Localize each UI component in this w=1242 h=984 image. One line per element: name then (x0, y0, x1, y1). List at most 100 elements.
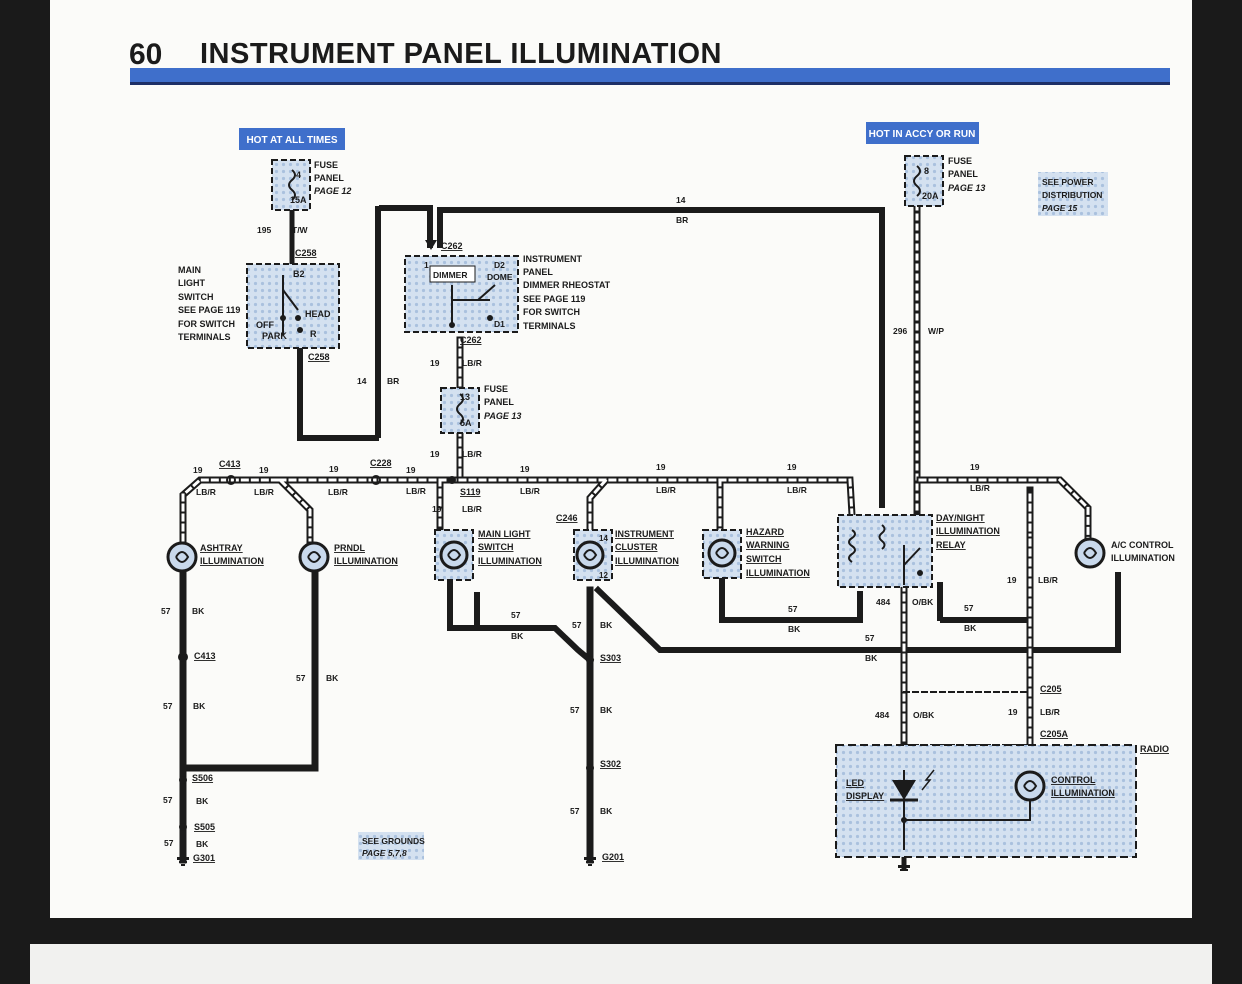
main-light-switch: B2 HEAD R OFF PARK (246, 263, 340, 349)
svg-text:PAGE 12: PAGE 12 (314, 186, 351, 196)
svg-text:CLUSTER: CLUSTER (615, 542, 658, 552)
fuse-4-15a: 4 15A (271, 159, 311, 211)
ac-control-bulb (1074, 537, 1106, 569)
svg-text:DISPLAY: DISPLAY (846, 791, 884, 801)
svg-text:8: 8 (924, 166, 929, 176)
svg-text:484: 484 (876, 597, 890, 607)
svg-text:57: 57 (164, 838, 174, 848)
svg-text:19: 19 (432, 504, 442, 514)
svg-text:19: 19 (970, 462, 980, 472)
svg-text:ILLUMINATION: ILLUMINATION (334, 556, 398, 566)
svg-text:ILLUMINATION: ILLUMINATION (200, 556, 264, 566)
wire-57-bk-prndl (179, 571, 319, 772)
svg-text:TERMINALS: TERMINALS (523, 321, 576, 331)
svg-text:57: 57 (570, 806, 580, 816)
svg-text:DIMMER RHEOSTAT: DIMMER RHEOSTAT (523, 280, 611, 290)
main-light-switch-bulb (434, 529, 474, 581)
svg-text:ASHTRAY: ASHTRAY (200, 543, 243, 553)
ground-radio-icon (898, 865, 910, 871)
svg-text:PAGE 13: PAGE 13 (484, 411, 521, 421)
svg-text:PAGE 13: PAGE 13 (948, 183, 985, 193)
svg-text:BK: BK (865, 653, 878, 663)
svg-text:C413: C413 (194, 651, 216, 661)
svg-text:BK: BK (511, 631, 524, 641)
dimmer-rheostat: DIMMER DOME D2 D1 1 (404, 255, 519, 333)
svg-text:C413: C413 (219, 459, 241, 469)
svg-text:C262: C262 (460, 335, 482, 345)
svg-text:HAZARD: HAZARD (746, 527, 784, 537)
svg-text:57: 57 (570, 705, 580, 715)
ashtray-bulb (166, 541, 198, 573)
svg-text:19: 19 (520, 464, 530, 474)
svg-text:LB/R: LB/R (462, 449, 482, 459)
svg-text:LB/R: LB/R (520, 486, 540, 496)
svg-text:5A: 5A (460, 418, 472, 428)
svg-text:57: 57 (865, 633, 875, 643)
svg-text:1: 1 (424, 260, 429, 270)
svg-text:LB/R: LB/R (970, 483, 990, 493)
svg-text:PANEL: PANEL (484, 397, 514, 407)
svg-text:G201: G201 (602, 852, 624, 862)
svg-text:19: 19 (430, 449, 440, 459)
svg-text:HOT AT ALL TIMES: HOT AT ALL TIMES (246, 135, 337, 146)
svg-text:57: 57 (163, 795, 173, 805)
svg-text:FOR SWITCH: FOR SWITCH (523, 307, 580, 317)
svg-text:PAGE 5,7,8: PAGE 5,7,8 (362, 848, 407, 858)
svg-text:BK: BK (326, 673, 339, 683)
svg-text:B2: B2 (293, 269, 305, 279)
svg-text:BK: BK (196, 839, 209, 849)
svg-text:BK: BK (192, 606, 205, 616)
svg-text:PAGE 15: PAGE 15 (1042, 203, 1078, 213)
svg-text:BK: BK (964, 623, 977, 633)
prndl-bulb (298, 541, 330, 573)
svg-text:LB/R: LB/R (328, 487, 348, 497)
power-distribution-note (1038, 172, 1108, 216)
svg-text:57: 57 (511, 610, 521, 620)
svg-text:FUSE: FUSE (484, 384, 508, 394)
wire-14-br-top (437, 207, 885, 513)
svg-text:HOT IN ACCY OR RUN: HOT IN ACCY OR RUN (869, 129, 976, 140)
svg-text:HEAD: HEAD (305, 309, 331, 319)
svg-text:PANEL: PANEL (948, 169, 978, 179)
svg-text:57: 57 (163, 701, 173, 711)
fuse-13-5a: 13 5A (440, 387, 480, 434)
svg-text:BK: BK (600, 705, 613, 715)
svg-text:484: 484 (875, 710, 889, 720)
svg-text:OFF: OFF (256, 320, 274, 330)
svg-text:S505: S505 (194, 822, 215, 832)
svg-text:INSTRUMENT: INSTRUMENT (615, 529, 674, 539)
svg-text:BR: BR (387, 376, 399, 386)
svg-text:19: 19 (329, 464, 339, 474)
svg-text:LED: LED (846, 778, 865, 788)
fuse-8-20a: 8 20A (904, 155, 944, 207)
svg-text:57: 57 (161, 606, 171, 616)
svg-text:13: 13 (460, 392, 470, 402)
hazard-switch-bulb (702, 529, 742, 579)
svg-text:LB/R: LB/R (787, 485, 807, 495)
svg-text:C246: C246 (556, 513, 578, 523)
svg-text:S119: S119 (460, 487, 481, 497)
svg-text:C258: C258 (295, 248, 317, 258)
page-number: 60 (129, 38, 163, 71)
radio-module (835, 744, 1137, 858)
svg-text:T/W: T/W (292, 225, 309, 235)
svg-text:19: 19 (406, 465, 416, 475)
wire-57-bk-cluster (593, 572, 1121, 653)
svg-text:PARK: PARK (262, 331, 287, 341)
svg-text:15A: 15A (290, 195, 307, 205)
svg-text:19: 19 (656, 462, 666, 472)
page-title: INSTRUMENT PANEL ILLUMINATION (200, 38, 722, 70)
svg-text:BR: BR (676, 215, 688, 225)
wire-57-bk-hazard (719, 577, 863, 623)
svg-text:FUSE: FUSE (948, 156, 972, 166)
svg-text:SEE GROUNDS: SEE GROUNDS (362, 836, 425, 846)
svg-text:S302: S302 (600, 759, 621, 769)
svg-text:INSTRUMENT: INSTRUMENT (523, 254, 582, 264)
hot-in-accy-box (866, 122, 979, 144)
svg-text:19: 19 (787, 462, 797, 472)
svg-text:FOR SWITCH: FOR SWITCH (178, 319, 235, 329)
svg-text:DISTRIBUTION: DISTRIBUTION (1042, 190, 1102, 200)
svg-text:BK: BK (196, 796, 209, 806)
svg-text:ILLUMINATION: ILLUMINATION (615, 556, 679, 566)
svg-text:S303: S303 (600, 653, 621, 663)
